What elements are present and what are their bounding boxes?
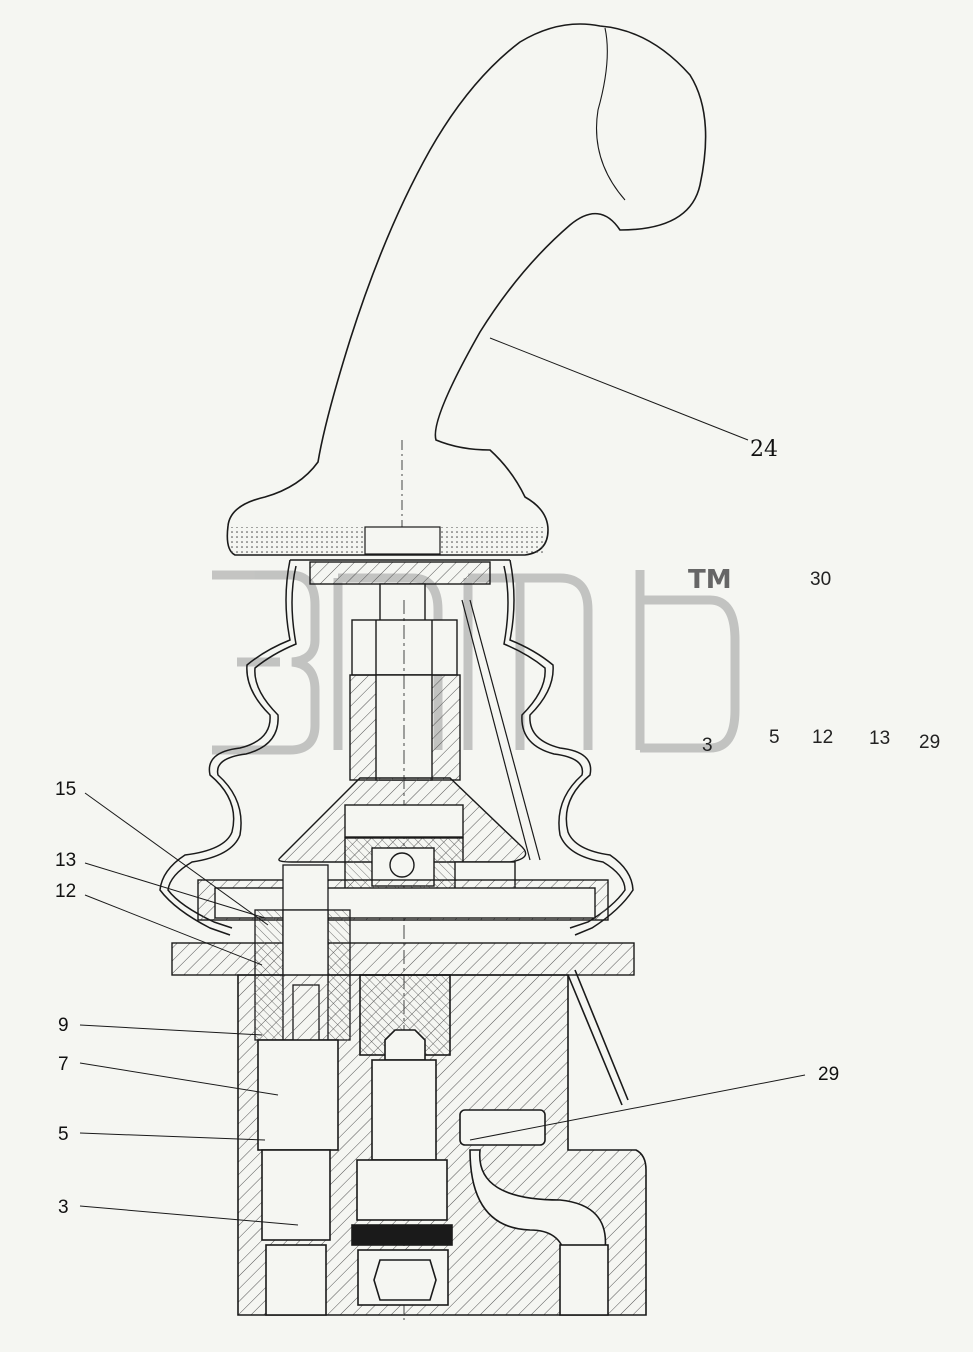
rubber-boot [159,559,634,936]
legend-12: 12 [812,727,833,748]
callout-3: 3 [58,1197,69,1218]
handle-grip [226,23,707,556]
grip-core [364,526,441,555]
mounting-plate [171,879,635,976]
callout-13: 13 [55,850,76,871]
callout-24: 24 [750,437,778,462]
main-body [237,969,647,1316]
legend-30: 30 [810,569,831,590]
legend-3: 3 [702,735,713,756]
watermark-logo [212,570,740,755]
callout-7: 7 [58,1054,69,1075]
upper-stem [309,561,541,1320]
callout-9: 9 [58,1015,69,1036]
callout-15: 15 [55,779,76,800]
callout-29: 29 [818,1064,839,1085]
legend-13: 13 [869,728,890,749]
legend-29: 29 [919,732,940,753]
leader-lines [79,337,806,1226]
callout-5: 5 [58,1124,69,1145]
callout-12: 12 [55,881,76,902]
trademark-mark: TM [688,565,732,595]
legend-5: 5 [769,727,780,748]
